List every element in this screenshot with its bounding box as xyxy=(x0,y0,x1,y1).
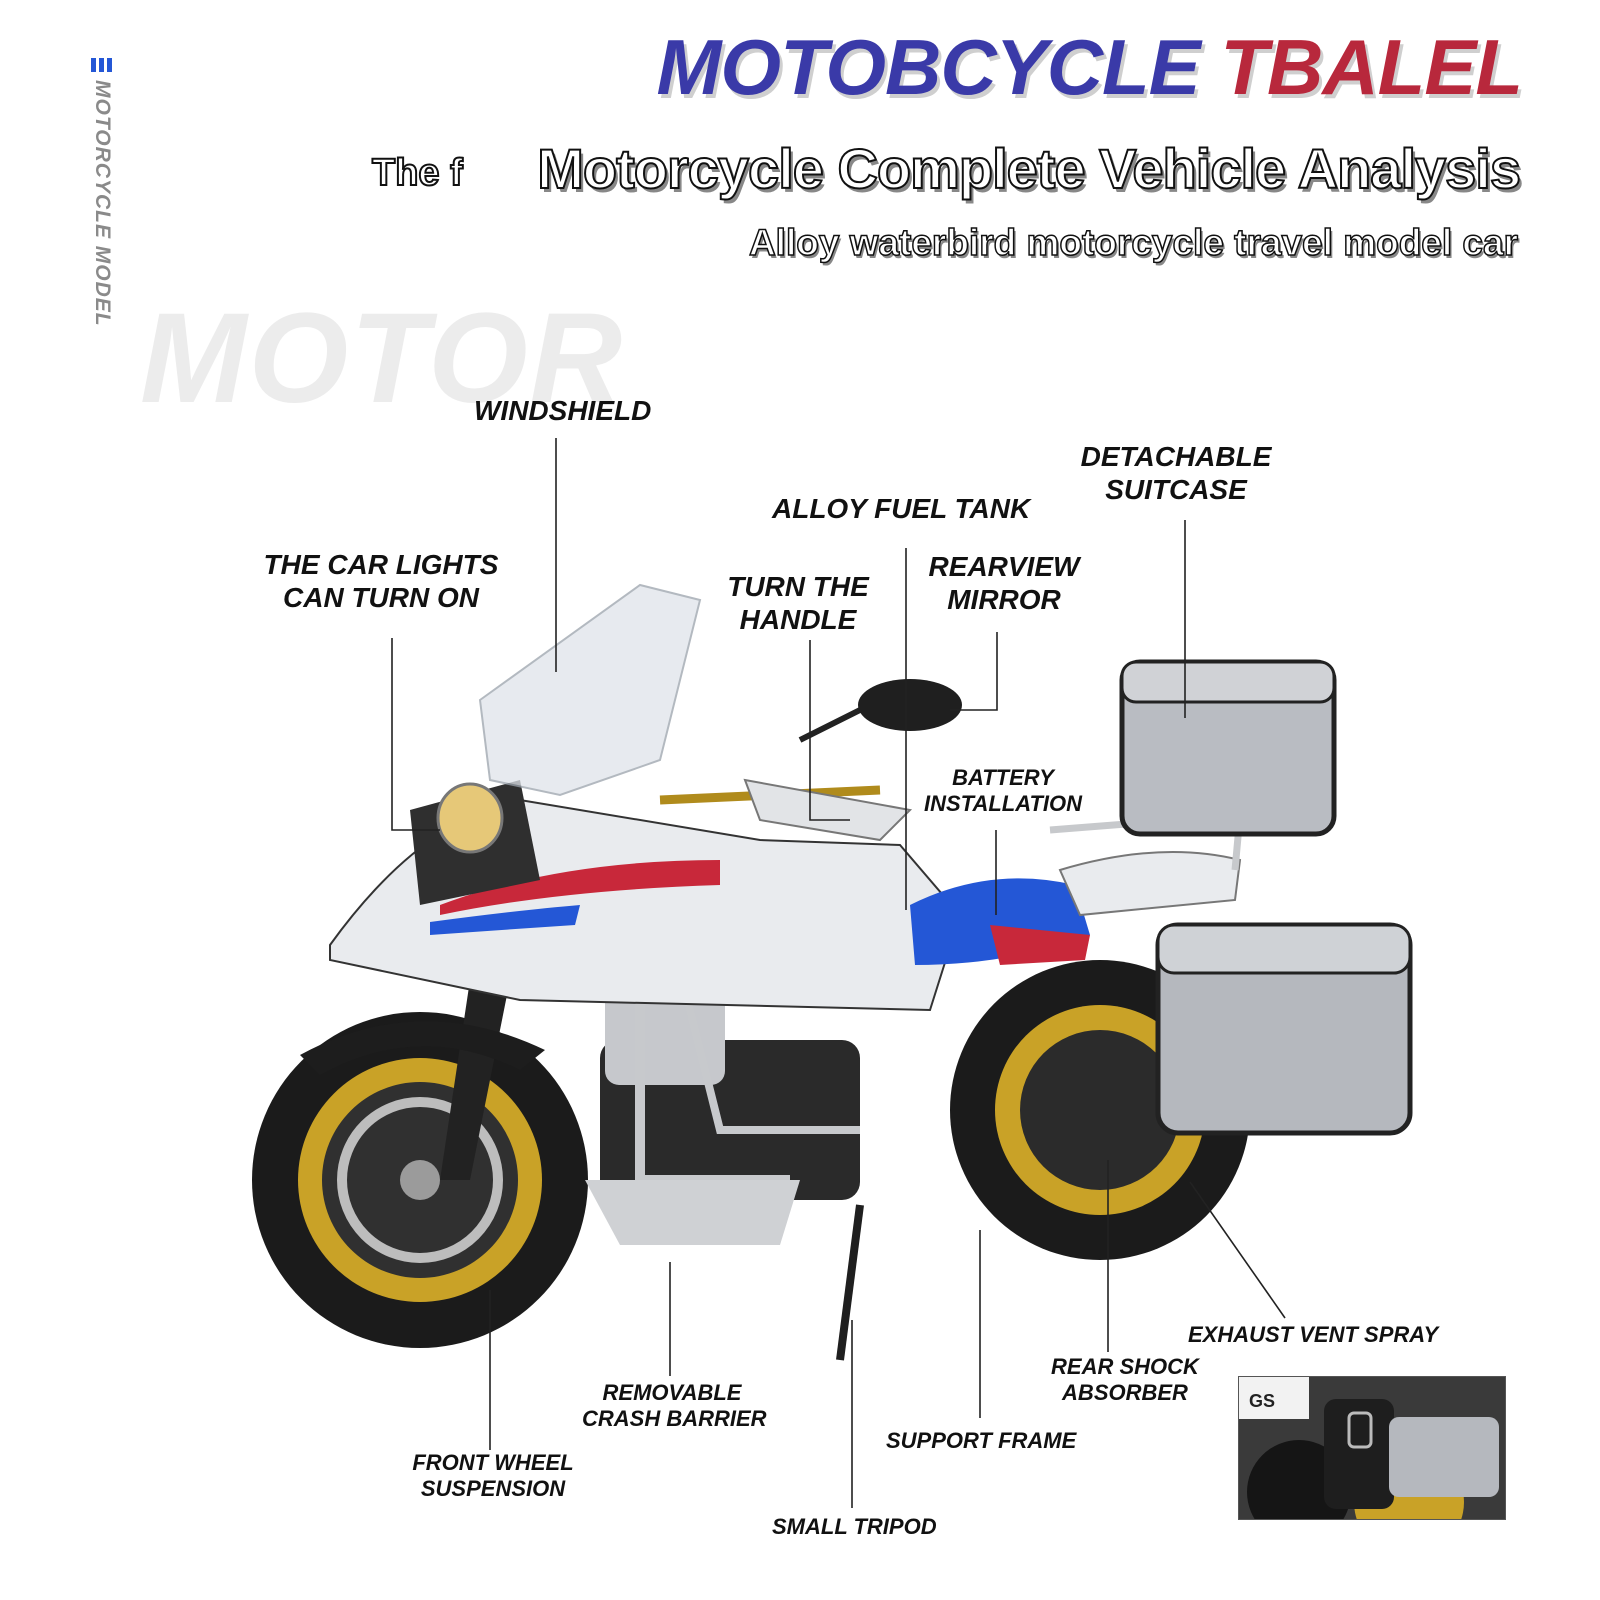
label-rear-shock: REAR SHOCK ABSORBER xyxy=(1050,1354,1200,1406)
label-suitcase-line2: SUITCASE xyxy=(1105,474,1247,506)
label-crash-barrier-line1: REMOVABLE xyxy=(602,1380,742,1405)
label-mirror-line2: MIRROR xyxy=(947,584,1061,616)
tagline: Alloy waterbird motorcycle travel model … xyxy=(748,221,1519,264)
label-lights: THE CAR LIGHTS CAN TURN ON xyxy=(258,548,504,614)
label-handle-line2: HANDLE xyxy=(739,604,857,636)
label-tripod: SMALL TRIPOD xyxy=(772,1514,937,1539)
subtitle: Motorcycle Complete Vehicle Analysis xyxy=(536,136,1522,201)
label-rear-shock-line2: ABSORBER xyxy=(1062,1379,1188,1405)
label-rear-shock-line1: REAR SHOCK xyxy=(1051,1354,1199,1379)
label-windshield: WINDSHIELD xyxy=(474,395,652,426)
label-crash-barrier: REMOVABLE CRASH BARRIER xyxy=(582,1380,767,1432)
subtitle-overlap: The f xyxy=(371,151,464,195)
plate-text: GS xyxy=(1249,1391,1275,1411)
label-lights-line1: THE CAR LIGHTS xyxy=(263,549,499,580)
label-exhaust: EXHAUST VENT SPRAY xyxy=(1188,1322,1439,1347)
label-suitcase: DETACHABLE SUITCASE xyxy=(1076,440,1276,506)
label-handle-line1: TURN THE xyxy=(727,571,869,602)
label-battery-line1: BATTERY xyxy=(952,765,1054,790)
label-front-suspension: FRONT WHEEL SUSPENSION xyxy=(408,1450,578,1502)
label-front-suspension-line1: FRONT WHEEL xyxy=(412,1450,574,1475)
label-crash-barrier-line2: CRASH BARRIER xyxy=(582,1405,767,1431)
background-word: MOTOR xyxy=(140,287,625,430)
label-handle: TURN THE HANDLE xyxy=(718,570,878,636)
exhaust-inset-image: GS xyxy=(1238,1376,1506,1520)
label-battery: BATTERY INSTALLATION xyxy=(918,765,1088,817)
label-front-suspension-line2: SUSPENSION xyxy=(420,1475,566,1501)
label-battery-line2: INSTALLATION xyxy=(923,790,1083,816)
page-title: MOTOBCYCLE TBALEL xyxy=(656,23,1523,111)
label-fuel-tank: ALLOY FUEL TANK xyxy=(772,493,1031,524)
label-mirror: REARVIEW MIRROR xyxy=(924,550,1084,616)
label-suitcase-line1: DETACHABLE xyxy=(1080,441,1272,472)
label-lights-line2: CAN TURN ON xyxy=(283,582,479,614)
label-mirror-line1: REARVIEW xyxy=(928,551,1080,582)
label-support-frame: SUPPORT FRAME xyxy=(886,1428,1077,1453)
bars-icon xyxy=(91,58,117,72)
